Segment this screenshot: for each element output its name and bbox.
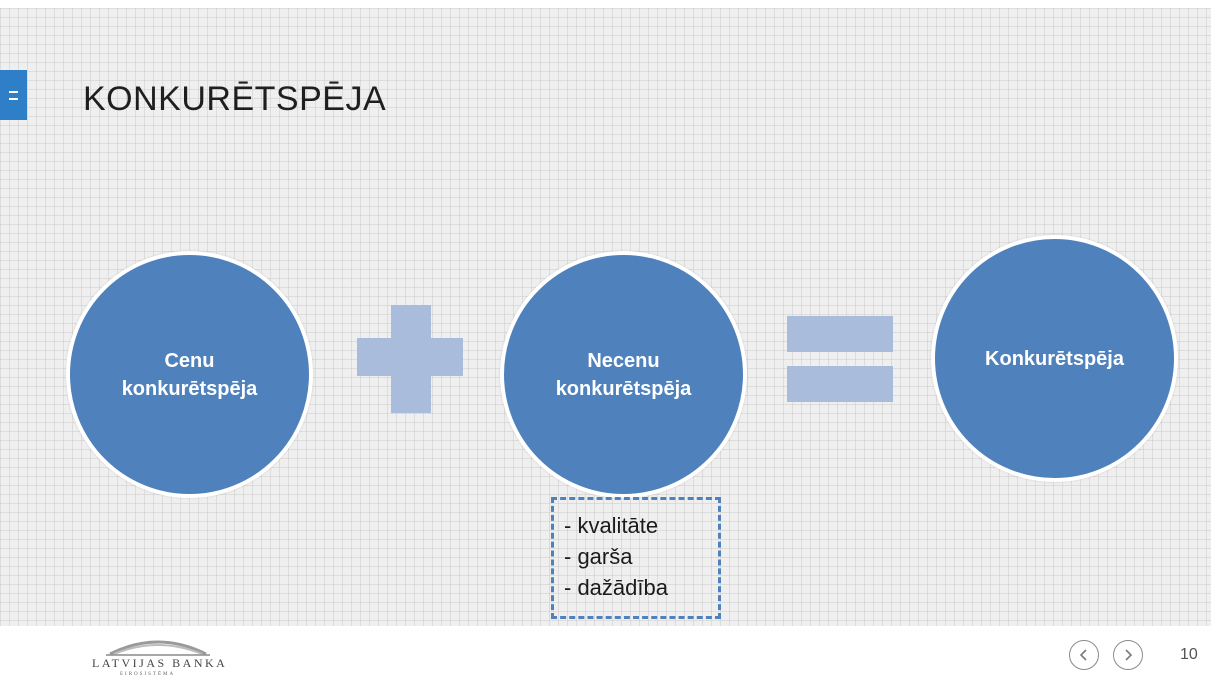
- slide-title: KONKURĒTSPĒJA: [83, 80, 387, 118]
- note-item: - kvalitāte: [564, 513, 659, 538]
- note-item: - dažādība: [564, 575, 668, 600]
- logo-subtext: EIROSISTĒMA: [120, 672, 176, 677]
- circle-label: Necenu konkurētspēja: [555, 349, 692, 400]
- circle-label: Konkurētspēja: [985, 347, 1124, 370]
- chevron-left-icon: [1079, 649, 1087, 661]
- plus-sign-horizontal: [357, 338, 463, 376]
- circle-label: Cenu konkurētspēja: [121, 349, 258, 400]
- previous-slide-button[interactable]: [1069, 640, 1099, 670]
- slide-canvas: KONKURĒTSPĒJA Cenu konkurētspēja Necenu …: [0, 8, 1211, 626]
- circle-competitiveness: Konkurētspēja: [931, 235, 1178, 482]
- note-box: - kvalitāte - garša - dažādība: [551, 497, 721, 619]
- circle-nonprice-competitiveness: Necenu konkurētspēja: [500, 251, 747, 498]
- next-slide-button[interactable]: [1113, 640, 1143, 670]
- equals-sign-bottom-bar: [787, 366, 893, 402]
- equals-sign-top-bar: [787, 316, 893, 352]
- menu-icon: [9, 90, 18, 100]
- menu-tab-button[interactable]: [0, 70, 27, 120]
- logo-arch-icon: [106, 640, 210, 656]
- note-item: - garša: [564, 544, 633, 569]
- bank-logo: LATVIJAS BANKA EIROSISTĒMA: [88, 634, 228, 680]
- circle-price-competitiveness: Cenu konkurētspēja: [66, 251, 313, 498]
- page-number: 10: [1180, 646, 1198, 663]
- logo-text: LATVIJAS BANKA: [92, 656, 228, 670]
- chevron-right-icon: [1125, 649, 1133, 661]
